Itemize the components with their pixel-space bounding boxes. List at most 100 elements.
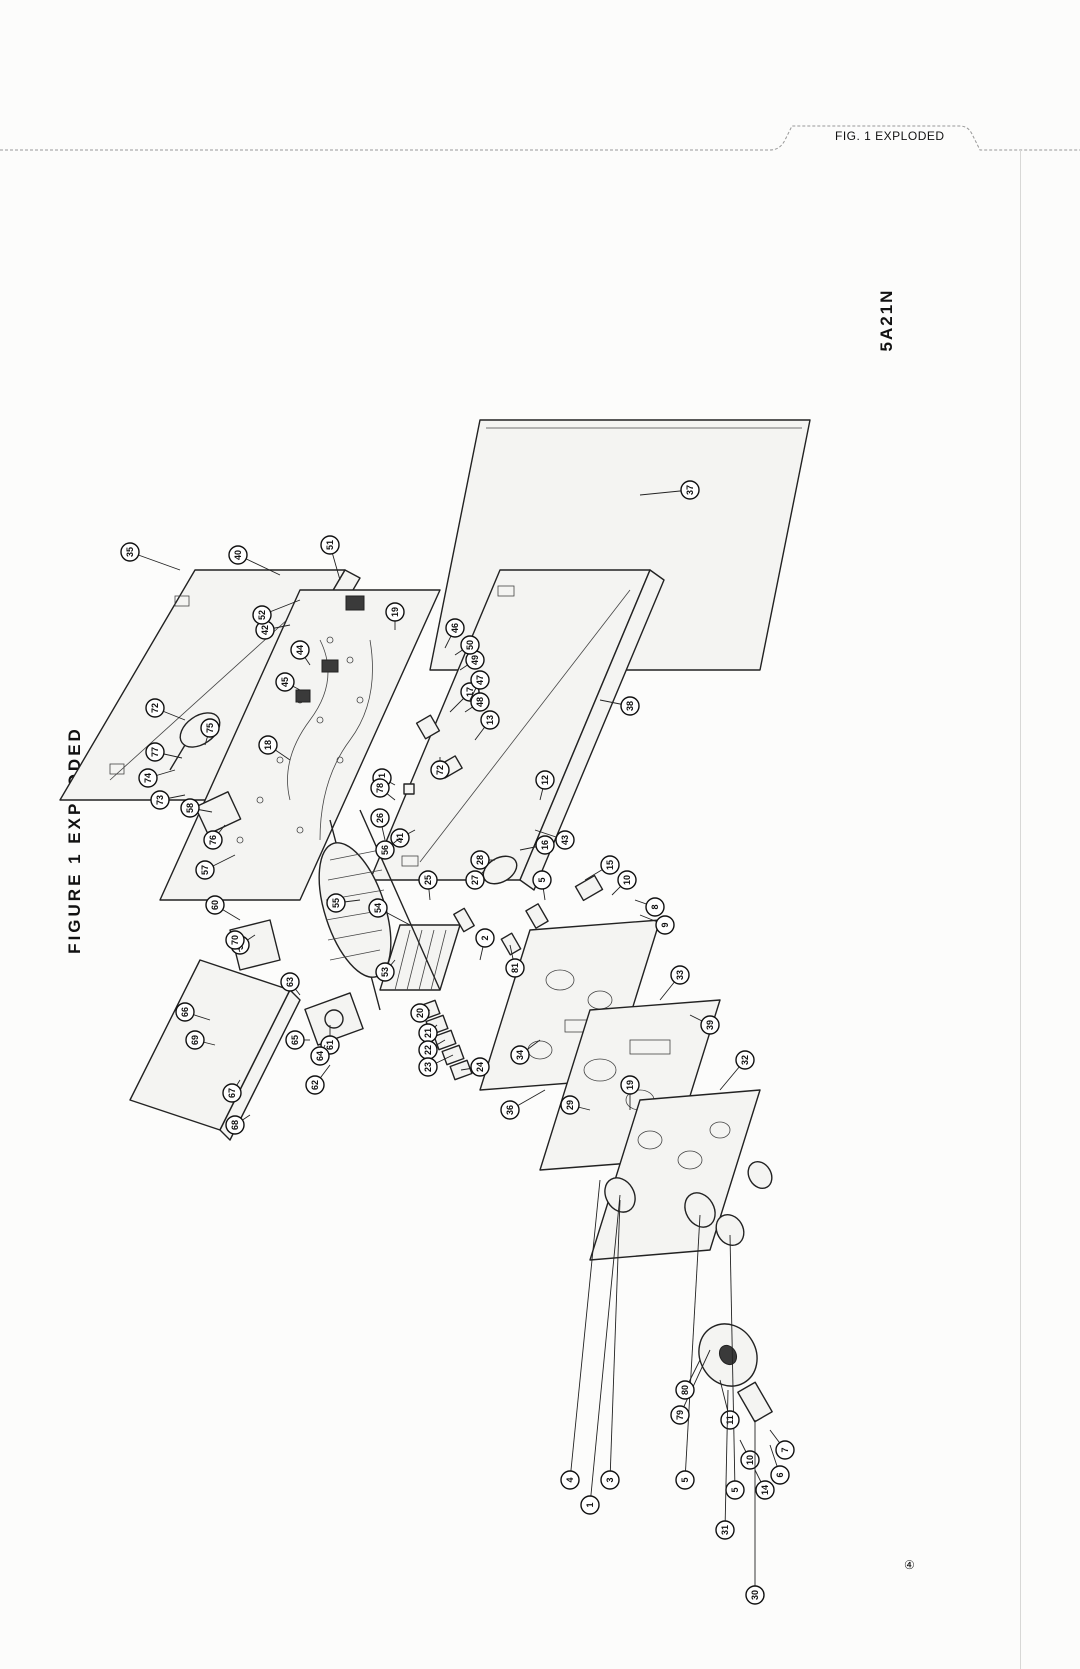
- callout-circle: [770, 1465, 790, 1485]
- callout-leader: [589, 1194, 621, 1506]
- callout-52: 52: [252, 599, 301, 625]
- callout-43: 43: [534, 829, 575, 850]
- callout-circle: [180, 798, 200, 818]
- callout-number: 11: [725, 1415, 735, 1425]
- callout-62: 62: [305, 1064, 331, 1095]
- callout-number: 1: [585, 1502, 595, 1507]
- callout-circle: [195, 860, 215, 880]
- callout-circle: [375, 840, 395, 860]
- callout-circle: [480, 710, 500, 730]
- callout-number: 35: [125, 547, 135, 557]
- callout-56: 56: [375, 837, 401, 860]
- callout-number: 72: [150, 703, 160, 713]
- callout-number: 63: [285, 977, 295, 987]
- callout-60: 60: [205, 895, 241, 921]
- callout-27: 27: [465, 869, 486, 890]
- callout-circle: [200, 718, 220, 738]
- callout-70: 70: [225, 930, 245, 953]
- callout-number: 72: [435, 765, 445, 775]
- callout-5: 5: [675, 1214, 701, 1490]
- callout-25: 25: [418, 870, 438, 901]
- callout-72: 72: [145, 698, 186, 721]
- callout-circle: [410, 1003, 430, 1023]
- callout-number: 21: [423, 1028, 433, 1038]
- callout-number: 17: [465, 687, 475, 697]
- callout-number: 18: [263, 740, 273, 750]
- callout-33: 33: [659, 965, 690, 1001]
- callout-14: 14: [754, 1469, 775, 1500]
- callout-number: 39: [705, 1020, 715, 1030]
- callout-number: 68: [230, 1120, 240, 1130]
- callout-circle: [470, 1057, 490, 1077]
- callout-number: 19: [625, 1080, 635, 1090]
- callout-number: 62: [310, 1080, 320, 1090]
- callout-number: 66: [180, 1007, 190, 1017]
- callout-number: 53: [380, 967, 390, 977]
- callout-number: 10: [622, 875, 632, 885]
- callout-number: 26: [375, 813, 385, 823]
- callout-circle: [617, 870, 637, 890]
- callout-circle: [150, 790, 170, 810]
- callout-6: 6: [769, 1444, 790, 1485]
- callout-16: 16: [519, 835, 555, 855]
- callout-circle: [740, 1450, 760, 1470]
- callout-leader: [729, 1234, 736, 1491]
- callout-number: 22: [423, 1045, 433, 1055]
- callout-number: 57: [200, 865, 210, 875]
- callout-28: 28: [470, 850, 495, 870]
- callout-number: 70: [230, 935, 240, 945]
- callout-circle: [370, 778, 390, 798]
- callout-12: 12: [535, 770, 555, 801]
- callout-77: 77: [145, 742, 183, 762]
- callout-number: 6: [775, 1472, 785, 1477]
- callout-57: 57: [195, 854, 236, 880]
- callout-circle: [185, 1030, 205, 1050]
- callout-circle: [310, 1046, 330, 1066]
- callout-7: 7: [769, 1429, 795, 1460]
- callout-circle: [510, 1045, 530, 1065]
- callout-78: 78: [370, 778, 396, 801]
- callout-number: 32: [740, 1055, 750, 1065]
- callout-circle: [675, 1380, 695, 1400]
- callout-circle: [326, 893, 346, 913]
- callout-circle: [138, 768, 158, 788]
- callout-number: 7: [780, 1447, 790, 1452]
- callout-19: 19: [620, 1075, 640, 1110]
- callout-72: 72: [430, 757, 450, 780]
- callout-circle: [675, 1470, 695, 1490]
- callout-68: 68: [225, 1114, 251, 1135]
- callout-number: 73: [155, 795, 165, 805]
- callout-number: 8: [650, 904, 660, 909]
- callout-number: 74: [143, 773, 153, 783]
- callout-80: 80: [675, 1359, 701, 1400]
- callout-number: 12: [540, 775, 550, 785]
- page-number-mark: ④: [904, 1558, 915, 1572]
- callout-circle: [580, 1495, 600, 1515]
- callout-15: 15: [584, 855, 620, 881]
- callout-circle: [320, 535, 340, 555]
- callout-50: 50: [454, 635, 480, 656]
- callout-number: 46: [450, 623, 460, 633]
- callout-circle: [715, 1520, 735, 1540]
- callout-leader: [609, 1199, 621, 1481]
- callout-18: 18: [258, 735, 291, 761]
- callout-number: 55: [331, 898, 341, 908]
- callout-leader: [679, 1349, 711, 1416]
- callout-40: 40: [228, 545, 281, 576]
- callout-circle: [775, 1440, 795, 1460]
- callout-leader: [724, 1389, 729, 1531]
- callout-10: 10: [739, 1439, 760, 1470]
- callout-number: 81: [510, 963, 520, 973]
- callout-number: 28: [475, 855, 485, 865]
- callout-circle: [620, 1075, 640, 1095]
- callout-circle: [470, 850, 490, 870]
- callout-11: 11: [719, 1379, 740, 1430]
- callout-number: 13: [485, 715, 495, 725]
- callout-19: 19: [385, 602, 405, 630]
- callout-circle: [222, 1083, 242, 1103]
- callout-circle: [368, 898, 388, 918]
- callout-24: 24: [460, 1057, 490, 1077]
- callout-13: 13: [474, 710, 500, 741]
- callout-number: 14: [760, 1485, 770, 1495]
- callout-number: 64: [315, 1051, 325, 1061]
